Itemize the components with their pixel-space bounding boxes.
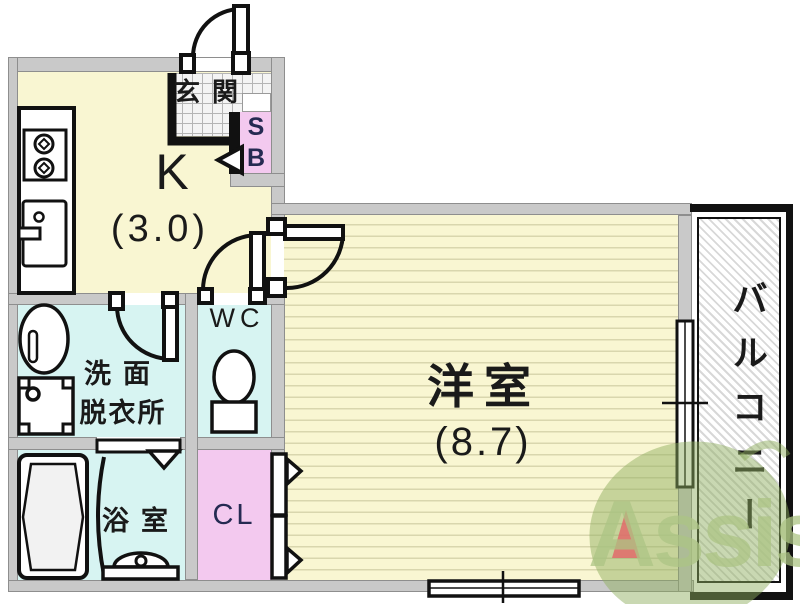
- shoebox-label: S B: [241, 112, 271, 174]
- washing-machine: [17, 303, 75, 436]
- logo-leaf-ellipse: [589, 441, 791, 604]
- wall-mid-vertical: [185, 293, 198, 580]
- shoebox-divider: [229, 112, 240, 174]
- kitchen-counter: [17, 106, 76, 295]
- balcony-wall-right: [786, 204, 793, 600]
- bottom-window: [427, 571, 581, 603]
- bathroom-door: [95, 438, 183, 576]
- logo-leaf-stem: [739, 440, 791, 462]
- toilet: [210, 349, 258, 434]
- genkan-label: 玄関: [173, 77, 250, 107]
- genkan-edge: [167, 73, 240, 146]
- western-room-door: [266, 217, 345, 298]
- shoebox-label-b: B: [246, 144, 266, 172]
- kitchen-label: K: [155, 144, 189, 200]
- room-closet-floor: [198, 450, 272, 580]
- balcony-wall-bottom: [690, 592, 793, 600]
- shoebox-label-s: S: [247, 113, 265, 141]
- wc-door: [197, 231, 267, 305]
- closet-label: CL: [212, 499, 256, 531]
- entrance-door: [179, 4, 251, 75]
- logo-text: Assist: [588, 481, 800, 586]
- washroom-label-line2: 脱衣所: [79, 398, 167, 428]
- bath-stool: [101, 551, 180, 581]
- shoebox-door-marker: [213, 143, 244, 177]
- watermark-logo: Assist: [588, 440, 800, 604]
- balcony-label: バルコニー: [727, 280, 768, 550]
- closet-doors: [270, 452, 304, 580]
- western-door-gap: [272, 225, 284, 288]
- washroom-label-line1: 洗面: [84, 359, 162, 389]
- balcony-wall-top: [690, 204, 793, 212]
- washroom-door: [108, 291, 179, 362]
- western-room-size-label: (8.7): [434, 420, 532, 464]
- entrance-gap: [195, 58, 233, 71]
- balcony-window: [662, 319, 708, 489]
- balcony-floor: [697, 217, 781, 583]
- logo-red-triangle: [612, 510, 640, 558]
- wc-label: WC: [209, 303, 265, 333]
- bathtub: [17, 453, 89, 580]
- shoe-box-floor: [240, 112, 271, 173]
- kitchen-size-label: (3.0): [110, 208, 210, 250]
- genkan-step: [242, 93, 271, 112]
- western-room-label: 洋室: [427, 360, 541, 413]
- bathroom-label: 浴室: [102, 506, 180, 536]
- room-western-floor: [284, 214, 678, 580]
- wall-under-shoebox: [230, 173, 285, 187]
